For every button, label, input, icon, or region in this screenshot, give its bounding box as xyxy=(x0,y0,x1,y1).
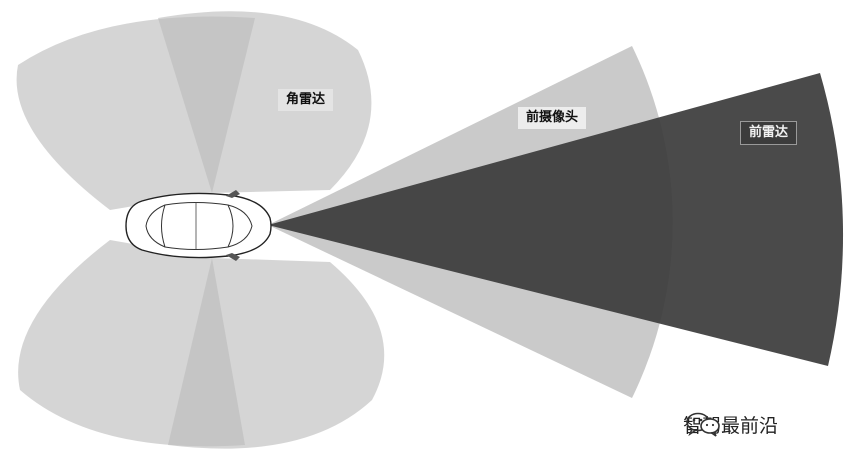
front-camera-label: 前摄像头 xyxy=(518,107,587,129)
front-radar-label: 前雷达 xyxy=(739,121,798,145)
car-top-view xyxy=(125,190,272,261)
wechat-icon xyxy=(686,412,720,437)
corner-radar-zone-front-left xyxy=(158,11,372,193)
corner-radar-zone-front-right xyxy=(168,258,385,449)
watermark: 智驾最前沿 xyxy=(683,411,778,438)
front-radar-zone xyxy=(268,73,844,366)
corner-radar-label: 角雷达 xyxy=(278,89,334,111)
corner-radar-zones xyxy=(16,11,385,449)
